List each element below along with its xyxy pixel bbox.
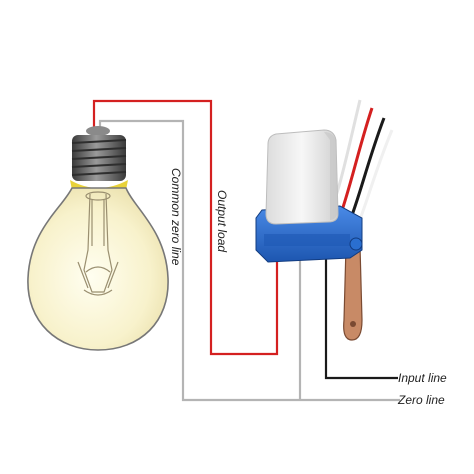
- terminal-plate: [343, 245, 363, 341]
- zero-line-label: Zero line: [397, 393, 445, 407]
- bulb-glass: [27, 187, 169, 351]
- input-wire: [324, 258, 398, 380]
- common-zero-wire: [98, 119, 400, 402]
- light-bulb-icon: [27, 126, 169, 351]
- photo-switch-icon: [255, 99, 394, 341]
- input-line-label: Input line: [398, 371, 447, 385]
- output-load-label: Output load: [215, 190, 229, 252]
- live-wire: [92, 99, 279, 356]
- wires: [92, 99, 400, 402]
- common-zero-line-label: Common zero line: [169, 168, 183, 266]
- sensor-dome: [265, 129, 339, 225]
